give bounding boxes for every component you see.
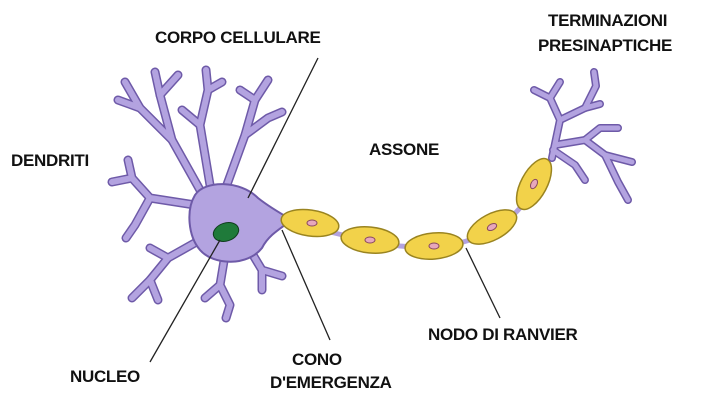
label-demergenza: D'EMERGENZA bbox=[270, 373, 392, 392]
label-nucleo: NUCLEO bbox=[70, 367, 140, 386]
label-cono: CONO bbox=[292, 350, 342, 369]
axon bbox=[279, 153, 558, 261]
label-dendriti: DENDRITI bbox=[11, 151, 89, 170]
leader-cono bbox=[282, 230, 330, 340]
label-terminazioni: TERMINAZIONI bbox=[548, 11, 667, 30]
label-corpo-cellulare: CORPO CELLULARE bbox=[155, 28, 321, 47]
label-presinaptiche: PRESINAPTICHE bbox=[538, 36, 672, 55]
leader-nodo-ranvier bbox=[466, 248, 500, 318]
cell-body bbox=[189, 184, 292, 262]
label-assone: ASSONE bbox=[369, 140, 439, 159]
label-nodo-ranvier: NODO DI RANVIER bbox=[428, 325, 577, 344]
myelin-sheaths bbox=[279, 153, 558, 261]
